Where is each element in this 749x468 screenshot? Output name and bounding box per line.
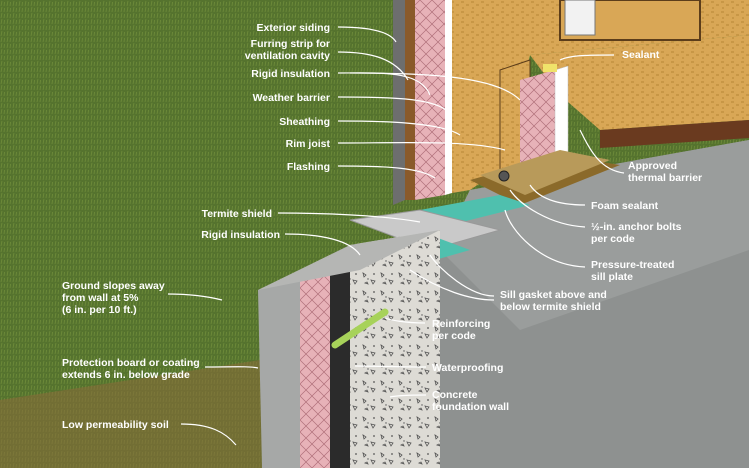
upper-wall-sheathing [470,0,749,190]
label-sealant-line-1: Sealant [622,49,660,61]
label-ground-slope-line-1: Ground slopes away [62,280,165,292]
label-weather-barrier-line-1: Weather barrier [253,92,330,104]
sealant-bead [543,64,557,72]
weather-barrier [445,0,452,195]
concrete-foundation [350,230,440,468]
label-furring-strip-line-1: Furring strip for [251,38,330,50]
label-sealant: Sealant [622,49,660,61]
waterproofing-layer [330,245,350,468]
foundation-rigid-insulation [300,255,330,468]
label-termite-shield-line-1: Termite shield [202,208,272,220]
label-rigid-insulation-wall: Rigid insulation [251,68,330,80]
label-rigid-insulation-foundation: Rigid insulation [201,229,280,241]
label-flashing-line-1: Flashing [287,161,330,173]
label-protection-board-line-1: Protection board or coating [62,357,200,369]
label-foam-sealant-line-1: Foam sealant [591,200,659,212]
label-flashing: Flashing [287,161,330,173]
thermal-barrier [554,65,569,161]
exterior-siding [393,0,405,205]
label-waterproofing-line-1: Waterproofing [432,362,503,374]
floor-deck [530,35,749,130]
label-low-permeability-soil: Low permeability soil [62,419,169,431]
wall-rigid-insulation [415,0,445,200]
label-sill-gasket-line-1: Sill gasket above and [500,289,607,301]
label-rigid-insulation-wall-line-1: Rigid insulation [251,68,330,80]
label-exterior-siding-line-1: Exterior siding [256,22,330,34]
label-termite-shield: Termite shield [202,208,272,220]
label-reinforcing-line-2: per code [432,330,476,342]
foundation-top [258,230,440,290]
label-exterior-siding: Exterior siding [256,22,330,34]
label-rim-joist: Rim joist [286,138,331,150]
protection-board [258,270,300,468]
label-anchor-bolts-line-2: per code [591,233,635,245]
label-concrete-wall-line-2: foundation wall [432,401,509,413]
floor-deck-edge [600,120,749,148]
upper-window-insulation [564,0,596,36]
label-ground-slope-line-3: (6 in. per 10 ft.) [62,304,137,316]
label-approved-thermal-barrier-line-1: Approved [628,160,677,172]
reinforcing-bar [331,308,389,349]
label-sill-plate-line-2: sill plate [591,271,633,283]
label-low-permeability-soil-line-1: Low permeability soil [62,419,169,431]
label-rim-joist-line-1: Rim joist [286,138,331,150]
label-foam-sealant: Foam sealant [591,200,659,212]
label-protection-board-line-2: extends 6 in. below grade [62,369,190,381]
label-concrete-wall-line-1: Concrete [432,389,478,401]
leader-lines [167,26,625,446]
label-waterproofing: Waterproofing [432,362,503,374]
sill-plate-top [480,150,610,195]
label-anchor-bolts-line-1: ½-in. anchor bolts [591,221,682,233]
label-rigid-insulation-foundation-line-1: Rigid insulation [201,229,280,241]
anchor-bolt [498,170,510,182]
sheathing [452,0,470,193]
label-ground-slope-line-2: from wall at 5% [62,292,139,304]
rim-insulation [520,70,555,170]
label-sill-gasket-line-2: below termite shield [500,301,601,313]
label-weather-barrier: Weather barrier [253,92,330,104]
label-reinforcing-line-1: Reinforcing [432,318,490,330]
label-approved-thermal-barrier-line-2: thermal barrier [628,172,702,184]
low-permeability-soil [0,360,262,468]
label-sheathing: Sheathing [279,116,330,128]
label-sill-plate-line-1: Pressure-treated [591,259,674,271]
label-sheathing-line-1: Sheathing [279,116,330,128]
label-furring-strip-line-2: ventilation cavity [245,50,330,62]
